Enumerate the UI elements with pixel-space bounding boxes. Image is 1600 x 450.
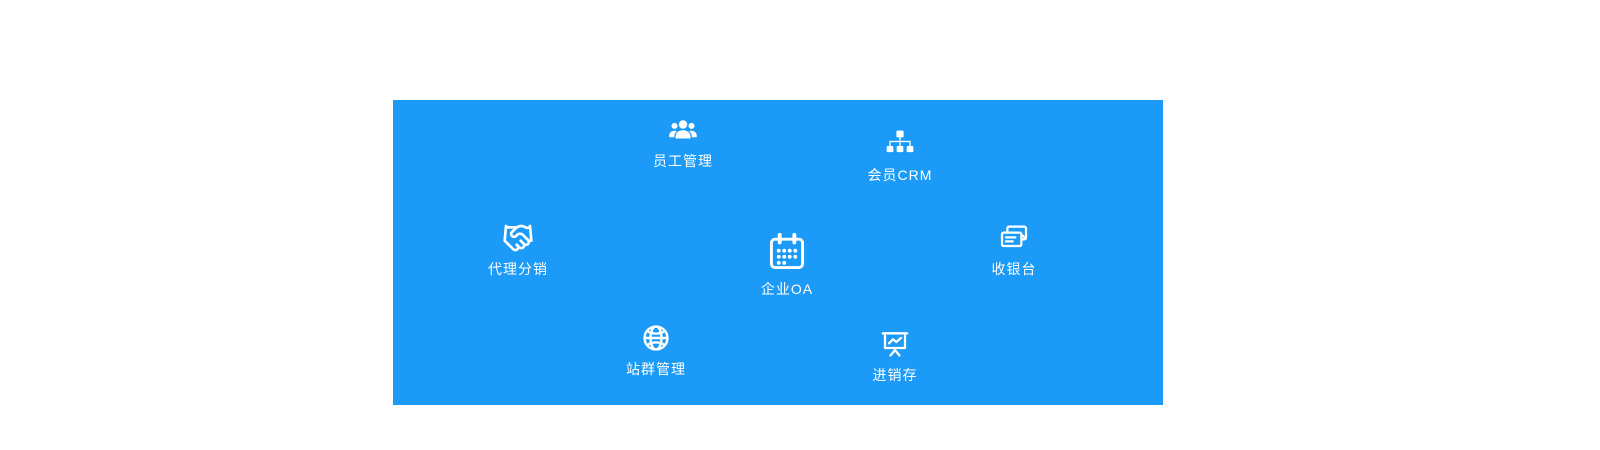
org-chart-icon bbox=[884, 128, 916, 160]
feature-item-enterprise-oa: 企业OA bbox=[717, 230, 857, 299]
feature-label: 进销存 bbox=[872, 367, 918, 383]
feature-item-agent-distribution: 代理分销 bbox=[448, 222, 588, 279]
feature-label: 收银台 bbox=[991, 261, 1037, 277]
calendar-icon bbox=[765, 230, 809, 274]
users-icon bbox=[665, 116, 701, 146]
feature-label: 代理分销 bbox=[488, 261, 548, 277]
feature-label: 企业OA bbox=[760, 281, 814, 297]
presentation-chart-icon bbox=[879, 328, 911, 360]
feature-label: 站群管理 bbox=[626, 361, 686, 377]
feature-item-member-crm: 会员CRM bbox=[830, 128, 970, 185]
feature-label: 会员CRM bbox=[867, 167, 933, 183]
features-panel: 员工管理 会员CRM bbox=[393, 100, 1163, 405]
feature-label: 员工管理 bbox=[653, 153, 713, 169]
feature-item-employee-management: 员工管理 bbox=[613, 116, 753, 171]
feature-item-site-group-management: 站群管理 bbox=[586, 322, 726, 379]
handshake-icon bbox=[499, 222, 537, 254]
feature-item-inventory: 进销存 bbox=[825, 328, 965, 385]
cashier-icon bbox=[997, 222, 1031, 254]
feature-item-cashier: 收银台 bbox=[944, 222, 1084, 279]
globe-icon bbox=[640, 322, 672, 354]
